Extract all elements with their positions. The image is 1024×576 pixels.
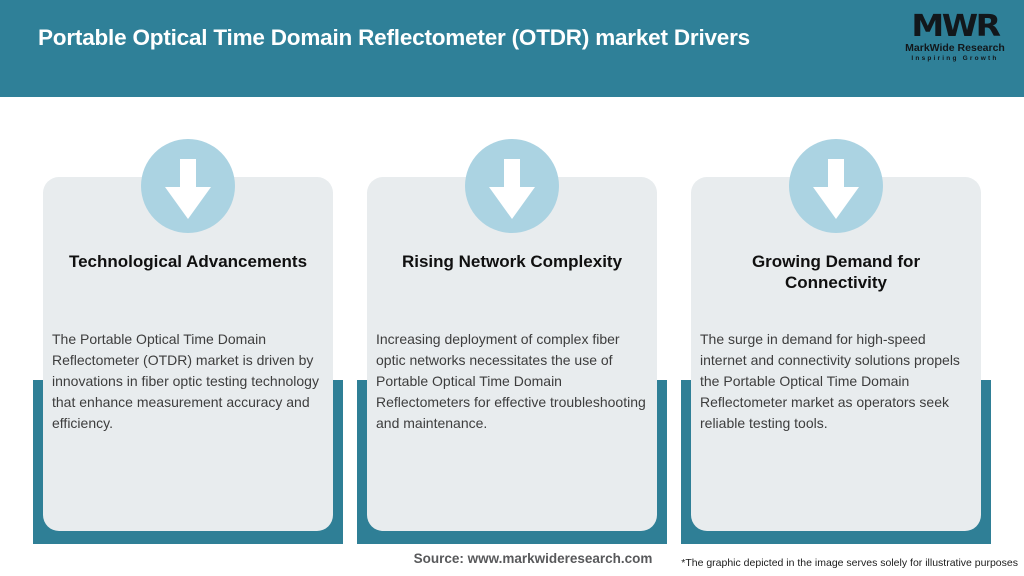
driver-card-growing-demand-for-connectivity: Growing Demand for Connectivity The surg… <box>681 139 991 545</box>
card-heading: Technological Advancements <box>68 252 308 271</box>
source-text: Source: www.markwideresearch.com <box>413 551 653 566</box>
driver-card-technological-advancements: Technological Advancements The Portable … <box>33 139 343 545</box>
markwide-logo: MWR MarkWide Research Inspiring Growth <box>899 9 1011 62</box>
logo-name: MarkWide Research <box>905 42 1005 54</box>
card-panel: Technological Advancements The Portable … <box>43 177 333 531</box>
driver-card-rising-network-complexity: Rising Network Complexity Increasing dep… <box>357 139 667 545</box>
disclaimer-text: *The graphic depicted in the image serve… <box>681 557 1018 569</box>
card-heading: Growing Demand for Connectivity <box>751 252 921 292</box>
page-title: Portable Optical Time Domain Reflectomet… <box>38 25 750 50</box>
logo-tagline: Inspiring Growth <box>911 55 999 62</box>
card-body-text: The surge in demand for high-speed inter… <box>700 331 960 431</box>
arrow-down-icon <box>789 139 883 233</box>
card-body-text: The Portable Optical Time Domain Reflect… <box>52 331 319 431</box>
arrow-down-icon <box>465 139 559 233</box>
card-body-text: Increasing deployment of complex fiber o… <box>376 331 646 431</box>
card-heading: Rising Network Complexity <box>401 252 623 271</box>
arrow-down-icon <box>141 139 235 233</box>
logo-acronym: MWR <box>911 7 1001 44</box>
card-panel: Growing Demand for Connectivity The surg… <box>691 177 981 531</box>
card-panel: Rising Network Complexity Increasing dep… <box>367 177 657 531</box>
header-banner: Portable Optical Time Domain Reflectomet… <box>0 0 1024 97</box>
